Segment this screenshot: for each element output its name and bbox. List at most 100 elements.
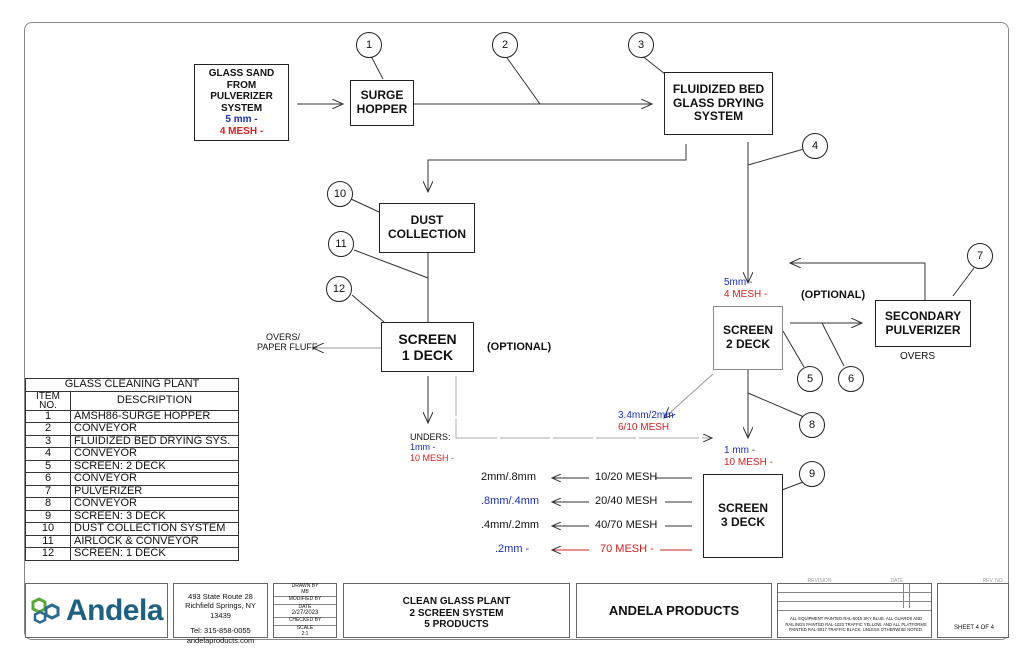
overs-paper-line2: PAPER FLUFF bbox=[257, 342, 318, 353]
bom-row-no: 3 bbox=[25, 434, 71, 448]
source-size-mesh: 4 MESH - bbox=[219, 125, 264, 137]
sheet-cell: REV. NO. SHEET 4 OF 4 bbox=[937, 578, 1009, 638]
product-3-mesh: 40/70 MESH bbox=[595, 519, 658, 531]
screen-2deck-line1: SCREEN bbox=[722, 323, 773, 338]
logo-text: Andela bbox=[65, 593, 164, 627]
bom-row-no: 8 bbox=[25, 497, 71, 511]
bom-row-desc: AIRLOCK & CONVEYOR bbox=[70, 534, 239, 548]
modified-by-label: MODIFIED BY bbox=[288, 595, 322, 602]
callout-3: 3 bbox=[628, 32, 654, 58]
bom-row-desc: CONVEYOR bbox=[70, 422, 239, 436]
website: andelaproducts.com bbox=[186, 635, 255, 645]
bom-col-desc: DESCRIPTION bbox=[70, 390, 239, 411]
bom-row-desc: PULVERIZER bbox=[70, 484, 239, 498]
screen-3deck-box: SCREEN 3 DECK bbox=[703, 474, 783, 558]
modified-by-row: MODIFIED BY bbox=[274, 595, 336, 605]
product-2-mm: .8mm/.4mm bbox=[481, 495, 540, 507]
source-line1: GLASS SAND bbox=[208, 68, 275, 79]
screen-1deck-line1: SCREEN bbox=[398, 330, 457, 347]
address-line2: Richfield Springs, NY 13439 bbox=[185, 601, 256, 620]
scale-value: 2:1 bbox=[301, 630, 309, 637]
address-cell: 493 State Route 28 Richfield Springs, NY… bbox=[173, 583, 268, 645]
secondary-pulverizer-line2: PULVERIZER bbox=[885, 322, 961, 337]
product-3-mm: .4mm/.2mm bbox=[481, 519, 540, 531]
revision-row bbox=[778, 593, 931, 602]
callout-10: 10 bbox=[327, 181, 353, 207]
product-2-mesh: 20/40 MESH bbox=[595, 495, 658, 507]
address-line1: 493 State Route 28 bbox=[188, 592, 253, 601]
bom-row-no: 1 bbox=[25, 409, 71, 423]
unders-label: UNDERS: 1mm - 10 MESH - bbox=[410, 432, 454, 463]
product-1-mesh: 10/20 MESH bbox=[595, 471, 658, 483]
bom-row-desc: DUST COLLECTION SYSTEM bbox=[70, 522, 239, 536]
fluidized-bed-box: FLUIDIZED BED GLASS DRYING SYSTEM bbox=[664, 72, 773, 135]
rev-no-header: REV. NO. bbox=[982, 578, 1005, 584]
overs-paper-fluff-label: OVERS/ PAPER FLUFF bbox=[257, 332, 318, 353]
overs-paper-line1: OVERS/ bbox=[265, 332, 300, 342]
checked-by-row: CHECKED BY bbox=[274, 617, 336, 627]
dust-collection-line2: COLLECTION bbox=[388, 227, 466, 241]
bom-row-desc: CONVEYOR bbox=[70, 447, 239, 461]
s2-side-mesh: 6/10 MESH bbox=[618, 421, 670, 433]
secondary-pulverizer-box: SECONDARY PULVERIZER bbox=[875, 300, 971, 347]
bom-row-no: 10 bbox=[25, 522, 71, 536]
screen-1deck-box: SCREEN 1 DECK bbox=[381, 322, 474, 372]
surge-hopper-line1: SURGE bbox=[360, 88, 404, 103]
fluidized-bed-line1: FLUIDIZED BED bbox=[672, 81, 765, 96]
bom-row-no: 2 bbox=[25, 422, 71, 436]
source-size-mm: 5 mm - bbox=[225, 114, 258, 125]
bom-row-no: 4 bbox=[25, 447, 71, 461]
paint-note: ALL EQUIPMENT PAINTED RAL-5015 SKY BLUE.… bbox=[785, 616, 927, 633]
screen-3deck-line2: 3 DECK bbox=[720, 515, 765, 529]
drawing-frame bbox=[24, 22, 1009, 640]
fluidized-bed-line3: SYSTEM bbox=[693, 109, 744, 124]
drawing-title-cell: CLEAN GLASS PLANT 2 SCREEN SYSTEM 5 PROD… bbox=[343, 583, 570, 638]
bom-row-no: 5 bbox=[25, 459, 71, 473]
bill-of-materials: GLASS CLEANING PLANT ITEM NO.DESCRIPTION… bbox=[25, 378, 239, 561]
source-box: GLASS SAND FROM PULVERIZER SYSTEM 5 mm -… bbox=[194, 64, 289, 141]
rev-date-header: DATE bbox=[890, 578, 904, 584]
company-cell: ANDELA PRODUCTS bbox=[576, 583, 772, 638]
optional-label-1: (OPTIONAL) bbox=[487, 341, 552, 353]
s2-in-mm: 5mm - bbox=[724, 277, 753, 288]
drawn-by-label: DRAWN BY bbox=[291, 583, 319, 589]
revision-divider bbox=[903, 584, 904, 608]
callout-7: 7 bbox=[967, 243, 993, 269]
callout-5: 5 bbox=[797, 366, 823, 392]
logo-cell: Andela bbox=[25, 583, 168, 638]
screen2-feed-label: 5mm - 4 MESH - bbox=[724, 277, 767, 300]
bom-title: GLASS CLEANING PLANT bbox=[25, 378, 239, 392]
dust-collection-box: DUST COLLECTION bbox=[379, 203, 475, 253]
revision-row bbox=[778, 602, 931, 611]
revision-row bbox=[778, 584, 931, 593]
surge-hopper-box: SURGE HOPPER bbox=[350, 80, 414, 126]
unders-mesh: 10 MESH - bbox=[410, 452, 455, 463]
bom-row-desc: SCREEN: 3 DECK bbox=[70, 509, 239, 523]
bom-col-item: ITEM NO. bbox=[25, 390, 71, 411]
fluidized-bed-line2: GLASS DRYING bbox=[673, 95, 764, 110]
sheet-number: SHEET 4 OF 4 bbox=[954, 625, 994, 631]
drawing-title-line2: 2 SCREEN SYSTEM bbox=[409, 607, 504, 619]
drawn-by-value: MB bbox=[301, 588, 309, 595]
bom-row-no: 12 bbox=[25, 547, 71, 561]
checked-by-label: CHECKED BY bbox=[288, 617, 322, 624]
s3-in-mm: 1 mm - bbox=[724, 445, 756, 456]
s2-side-mm: 3.4mm/2mm bbox=[618, 410, 674, 421]
callout-9: 9 bbox=[799, 461, 825, 487]
screen-2deck-box: SCREEN 2 DECK bbox=[713, 306, 783, 370]
drawing-title-line3: 5 PRODUCTS bbox=[424, 619, 489, 630]
bom-row-desc: AMSH86-SURGE HOPPER bbox=[70, 409, 239, 423]
